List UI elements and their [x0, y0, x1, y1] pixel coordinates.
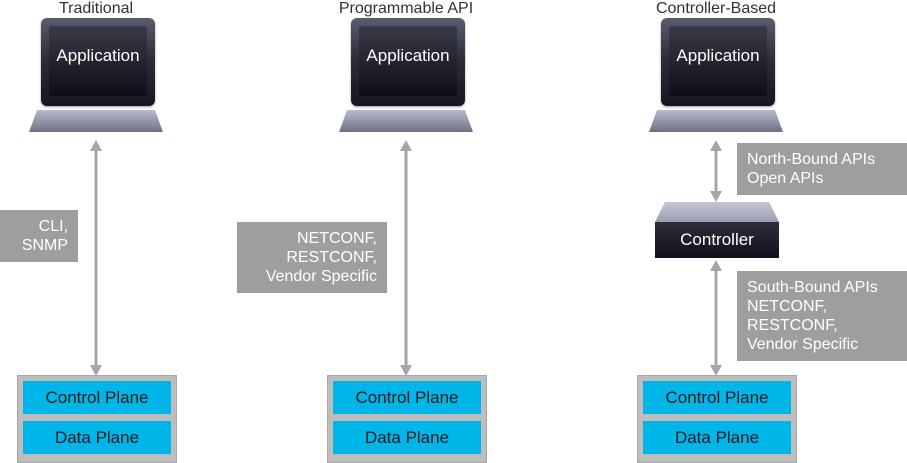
control-plane: Control Plane [23, 381, 171, 414]
laptop-base [29, 110, 163, 132]
double-arrow-north-bound [710, 140, 722, 202]
application-label: Application [676, 46, 760, 65]
laptop-programmable-api: Application [339, 18, 479, 138]
controller-label: Controller [655, 222, 779, 258]
planes-controller-based: Control Plane Data Plane [637, 375, 797, 463]
laptop-screen: Application [351, 18, 465, 106]
controller-device: Controller [655, 202, 779, 258]
planes-traditional: Control Plane Data Plane [17, 375, 177, 463]
laptop-base [649, 110, 783, 132]
application-label: Application [366, 46, 450, 65]
laptop-screen: Application [661, 18, 775, 106]
double-arrow-programmable-api [400, 140, 412, 376]
data-plane: Data Plane [23, 421, 171, 454]
south-bound-box: South-Bound APIs NETCONF, RESTCONF, Vend… [737, 271, 907, 361]
application-label: Application [56, 46, 140, 65]
double-arrow-south-bound [710, 260, 722, 376]
control-plane: Control Plane [333, 381, 481, 414]
laptop-base [339, 110, 473, 132]
protocol-box-traditional: CLI, SNMP [0, 210, 78, 262]
laptop-controller-based: Application [649, 18, 789, 138]
control-plane: Control Plane [643, 381, 791, 414]
laptop-screen: Application [41, 18, 155, 106]
controller-top [655, 202, 779, 222]
north-bound-box: North-Bound APIs Open APIs [737, 143, 907, 195]
column-title-programmable-api: Programmable API [338, 0, 474, 17]
laptop-traditional: Application [29, 18, 169, 138]
column-traditional: Traditional [0, 0, 216, 461]
column-title-controller-based: Controller-Based [655, 0, 777, 17]
protocol-box-programmable-api: NETCONF, RESTCONF, Vendor Specific [237, 222, 387, 293]
planes-programmable-api: Control Plane Data Plane [327, 375, 487, 463]
data-plane: Data Plane [643, 421, 791, 454]
double-arrow-traditional [90, 140, 102, 376]
data-plane: Data Plane [333, 421, 481, 454]
column-title: Traditional [58, 0, 134, 17]
